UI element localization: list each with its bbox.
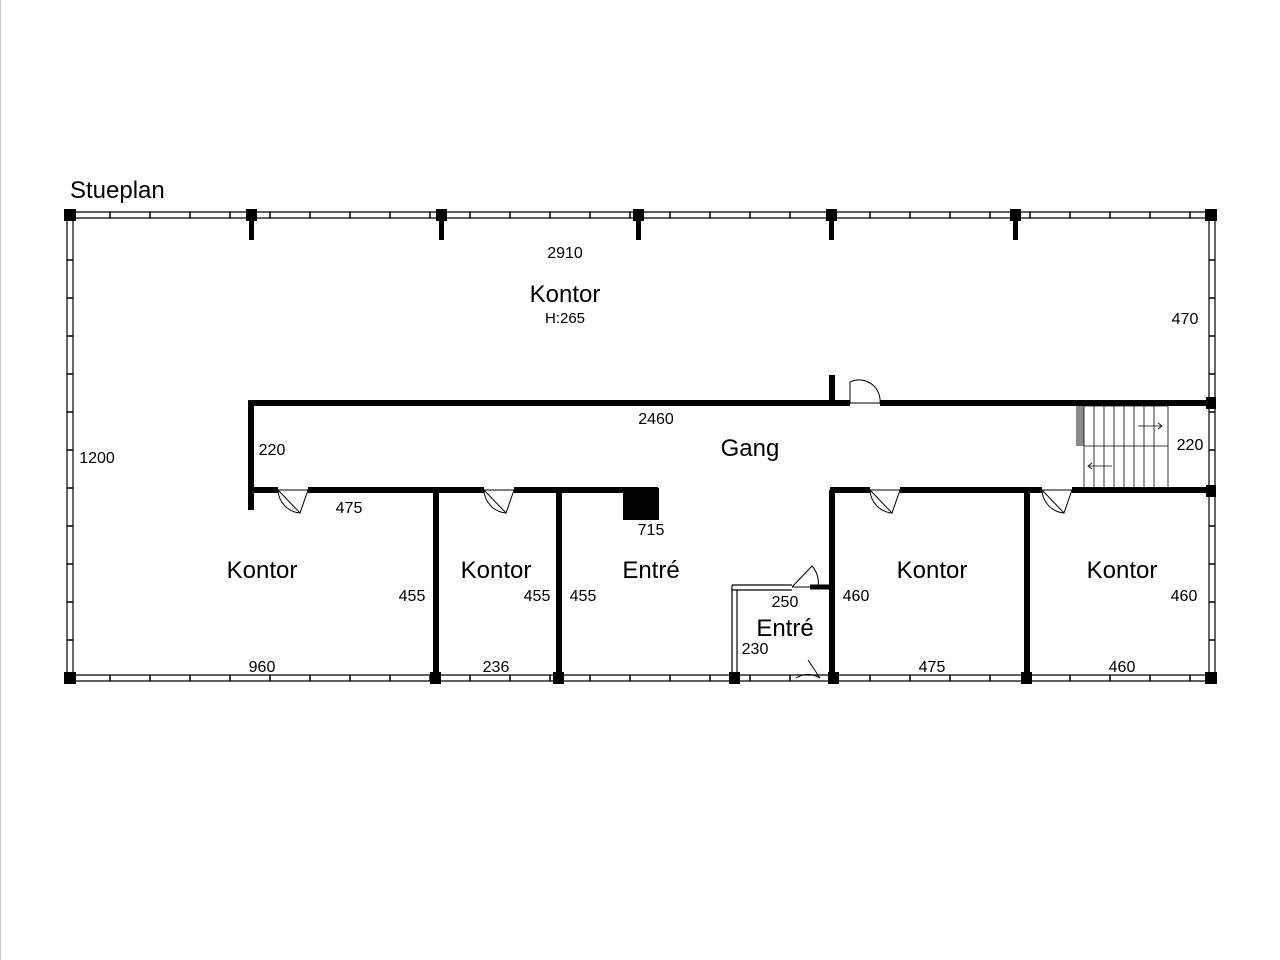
structural-posts (64, 209, 1217, 684)
window-mullions (67, 212, 1215, 681)
dim-gang-length: 2460 (638, 411, 674, 428)
room-label-entre-small: Entré (756, 615, 813, 642)
room-label-kontor-right2: Kontor (1087, 557, 1158, 584)
dim-left-height: 1200 (79, 450, 115, 467)
dim-right-wall-b: 460 (1171, 588, 1198, 605)
dim-bottom-right1: 475 (919, 659, 946, 676)
staircase (1076, 405, 1169, 487)
dim-right-top: 470 (1172, 311, 1199, 328)
dim-bottom-right2: 460 (1109, 659, 1136, 676)
room-label-kontor-right1: Kontor (897, 557, 968, 584)
dim-top-width: 2910 (547, 245, 583, 262)
room-label-kontor-left: Kontor (227, 557, 298, 584)
dim-bottom-mid: 236 (483, 659, 510, 676)
room-label-kontor-mid: Kontor (461, 557, 532, 584)
dim-wall-b: 455 (524, 588, 551, 605)
room-label-gang: Gang (721, 435, 780, 462)
dim-small-entre-width: 250 (772, 594, 799, 611)
dim-small-entre-height: 230 (742, 641, 769, 658)
page-edge-rule (0, 0, 1, 960)
dim-wall-a: 455 (399, 588, 426, 605)
door-swings (276, 379, 1073, 679)
room-label-entre-main: Entré (622, 557, 679, 584)
plan-title: Stueplan (70, 177, 165, 204)
dim-left-room-door: 475 (336, 500, 363, 517)
outer-walls (66, 211, 1216, 682)
dim-gang-left: 220 (259, 442, 286, 459)
room-height-label: H:265 (545, 310, 585, 327)
dim-gang-right: 220 (1177, 437, 1204, 454)
chimney-block (623, 488, 659, 520)
interior-walls (248, 375, 1212, 678)
dim-wall-c: 455 (570, 588, 597, 605)
dim-chimney: 715 (638, 522, 665, 539)
dim-right-wall-a: 460 (843, 588, 870, 605)
room-label-kontor-top: Kontor (530, 281, 601, 308)
dim-bottom-left: 960 (249, 659, 276, 676)
